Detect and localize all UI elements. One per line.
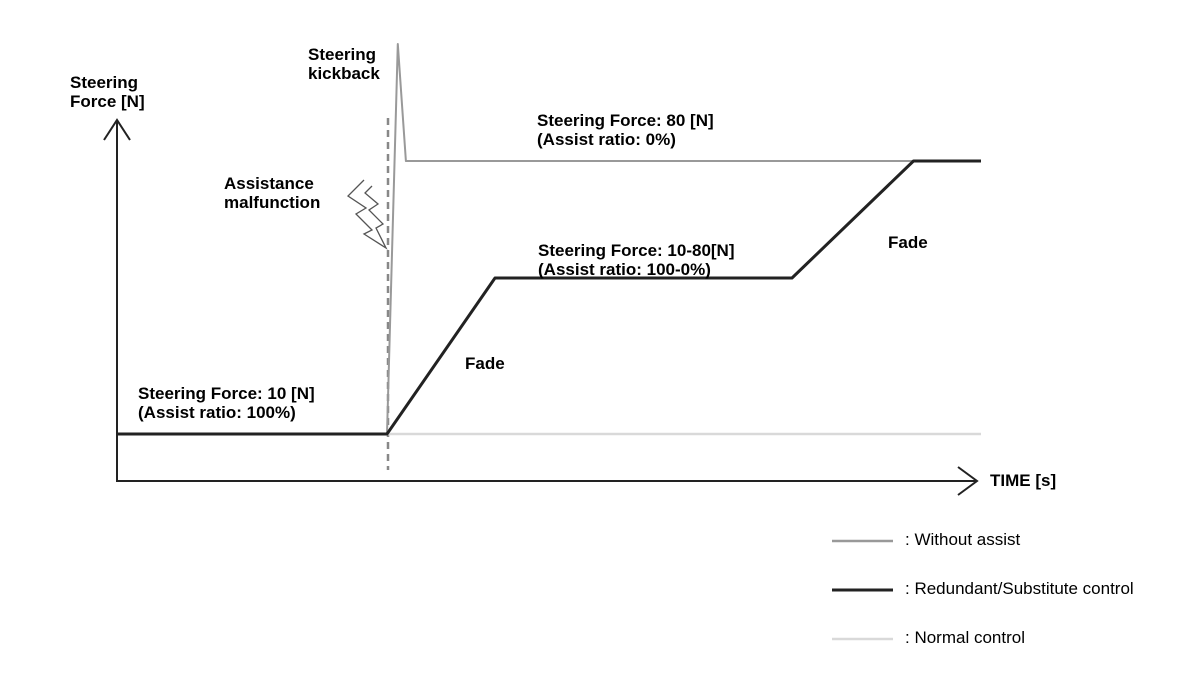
y-axis-label-line-2: Force [N] [70,92,145,111]
malfunction-annotation-line-2: malfunction [224,193,321,212]
kickback-annotation-line-2: kickback [308,64,380,83]
series-line-redundant-substitute-control [117,159,981,436]
x-axis-label: TIME [s] [990,471,1057,490]
x-axis-arrow [957,466,979,496]
low-ratio-label: (Assist ratio: 100%) [138,403,296,422]
legend-label-redundant-substitute-control: : Redundant/Substitute control [905,579,1134,598]
legend-label-normal-control: : Normal control [905,628,1025,647]
y-axis-label: Steering Force [N] [70,73,145,111]
kickback-annotation-line-1: Steering [308,45,377,64]
low-force-label: Steering Force: 10 [N] [138,384,315,403]
fade-annotation-2: Fade [888,233,928,252]
malfunction-annotation: Assistance malfunction [224,174,320,212]
lightning-bolt-icon [346,179,388,250]
mid-force-label: Steering Force: 10-80[N] [538,241,735,260]
y-axis-arrow [103,118,131,141]
y-axis-label-line-1: Steering [70,73,139,92]
mid-ratio-label: (Assist ratio: 100-0%) [538,260,711,279]
malfunction-annotation-line-1: Assistance [224,174,314,193]
top-force-label: Steering Force: 80 [N] [537,111,714,130]
legend-label-without-assist: : Without assist [905,530,1021,549]
fade-annotation-1: Fade [465,354,505,373]
kickback-annotation: Steering kickback [308,45,380,83]
top-force-annotation: Steering Force: 80 [N] (Assist ratio: 0%… [537,111,714,149]
low-force-annotation: Steering Force: 10 [N] (Assist ratio: 10… [138,384,315,422]
mid-force-annotation: Steering Force: 10-80[N] (Assist ratio: … [538,241,735,279]
top-ratio-label: (Assist ratio: 0%) [537,130,676,149]
series-line-without-assist [117,43,981,435]
